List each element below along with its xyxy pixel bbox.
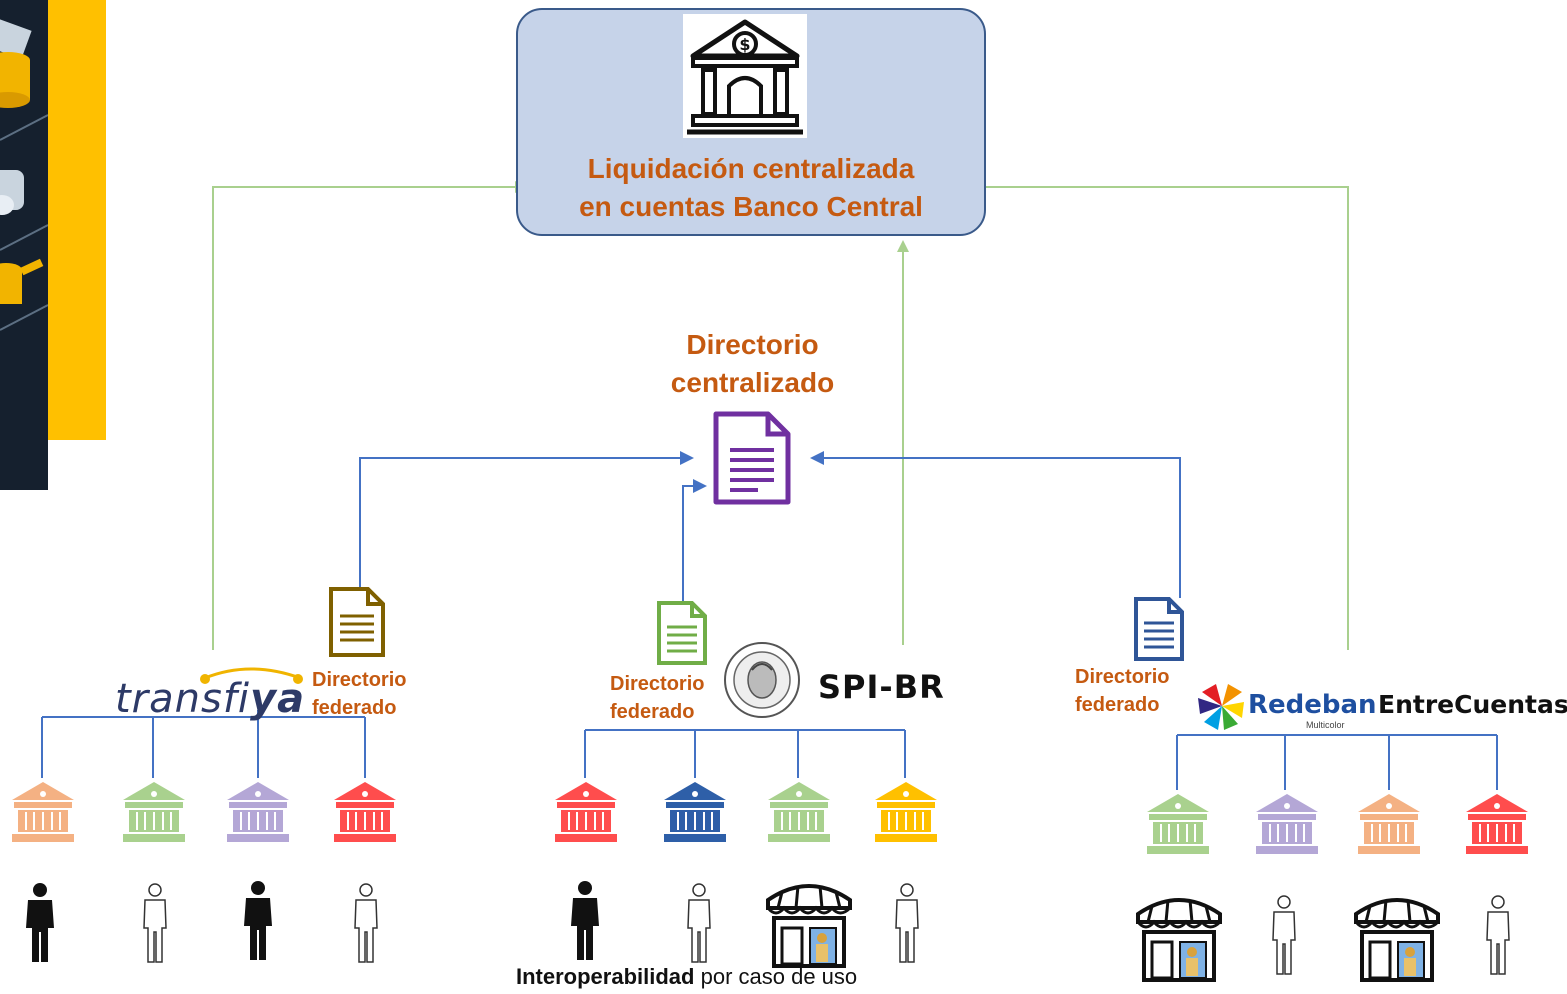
caption-bold: Interoperabilidad xyxy=(516,964,695,989)
banco-republica-seal-icon xyxy=(724,642,800,718)
person-icon xyxy=(687,883,711,963)
transfiya-logo-text: transfi xyxy=(115,676,251,722)
redeban-fed-line2: federado xyxy=(1075,694,1160,716)
central-directory-title: Directorio centralizado xyxy=(630,326,875,402)
central-bank-title-line1: Liquidación centralizada xyxy=(587,153,915,184)
transfiya-directory-document-icon xyxy=(329,587,385,657)
bank-icon xyxy=(768,782,830,842)
redeban-fed-line1: Directorio xyxy=(1075,666,1170,688)
blue-arrow-spi-directory xyxy=(682,479,707,602)
transfiya-logo-arc xyxy=(200,667,303,684)
spi-tree-lines xyxy=(584,729,906,778)
bank-icon xyxy=(1466,794,1528,854)
redeban-logo: Redeban xyxy=(1248,690,1377,720)
central-directory-document-icon xyxy=(713,411,791,505)
entrecuentas-logo: EntreCuentas xyxy=(1378,690,1567,719)
redeban-directory-document-icon xyxy=(1134,597,1184,661)
store-icon xyxy=(1136,898,1222,982)
bank-icon xyxy=(227,782,289,842)
person-icon xyxy=(571,881,599,960)
bank-icon xyxy=(664,782,726,842)
transfiya-tree-lines xyxy=(41,710,366,778)
transfiya-fed-line1: Directorio xyxy=(312,669,407,691)
bank-icon xyxy=(334,782,396,842)
bank-icon xyxy=(123,782,185,842)
svg-text:$: $ xyxy=(739,35,750,54)
bank-icon xyxy=(875,782,937,842)
green-arrow-transfiya-to-central-bank xyxy=(212,181,527,650)
bank-icon xyxy=(555,782,617,842)
person-icon xyxy=(244,881,272,960)
transfiya-fed-line2: federado xyxy=(312,697,397,719)
person-icon xyxy=(143,883,167,963)
store-icon xyxy=(1354,898,1440,982)
spi-fed-line1: Directorio xyxy=(610,673,705,695)
person-icon xyxy=(354,883,378,963)
green-arrow-redeban-to-central-bank xyxy=(971,181,1349,650)
diagram-caption: Interoperabilidad por caso de uso xyxy=(516,964,857,990)
person-icon xyxy=(26,883,54,962)
central-directory-title-line1: Directorio xyxy=(686,329,819,360)
central-bank-title-line2: en cuentas Banco Central xyxy=(579,191,923,222)
bank-dollar-icon: $ xyxy=(683,14,807,138)
spi-directory-document-icon xyxy=(657,601,707,665)
transfiya-federated-directory-label: Directorio federado xyxy=(312,666,406,722)
decorative-tech-panel xyxy=(0,0,48,490)
central-bank-title: Liquidación centralizada en cuentas Banc… xyxy=(516,150,986,226)
central-directory-title-line2: centralizado xyxy=(670,367,835,398)
bank-icon xyxy=(1147,794,1209,854)
decorative-yellow-bar xyxy=(48,0,106,440)
redeban-tree-lines xyxy=(1176,734,1498,790)
spi-br-label: SPI-BR xyxy=(818,668,945,706)
bank-icon xyxy=(1358,794,1420,854)
blue-arrow-transfiya-directory xyxy=(359,451,694,588)
caption-rest: por caso de uso xyxy=(694,964,858,989)
person-icon xyxy=(1486,895,1510,975)
redeban-federated-directory-label: Directorio federado xyxy=(1075,663,1169,719)
bank-icon xyxy=(12,782,74,842)
blue-arrow-redeban-directory xyxy=(810,451,1181,598)
spi-fed-line2: federado xyxy=(610,701,695,723)
person-icon xyxy=(895,883,919,963)
transfiya-logo-bold: ya xyxy=(250,676,306,722)
person-icon xyxy=(1272,895,1296,975)
redeban-pinwheel-icon xyxy=(1198,684,1244,730)
bank-icon xyxy=(1256,794,1318,854)
transfiya-logo: transfiya xyxy=(115,676,305,722)
spi-federated-directory-label: Directorio federado xyxy=(610,670,704,726)
store-icon xyxy=(766,884,852,968)
decorative-coins-illustration xyxy=(0,13,48,331)
redeban-logo-subtitle: Multicolor xyxy=(1306,720,1345,730)
